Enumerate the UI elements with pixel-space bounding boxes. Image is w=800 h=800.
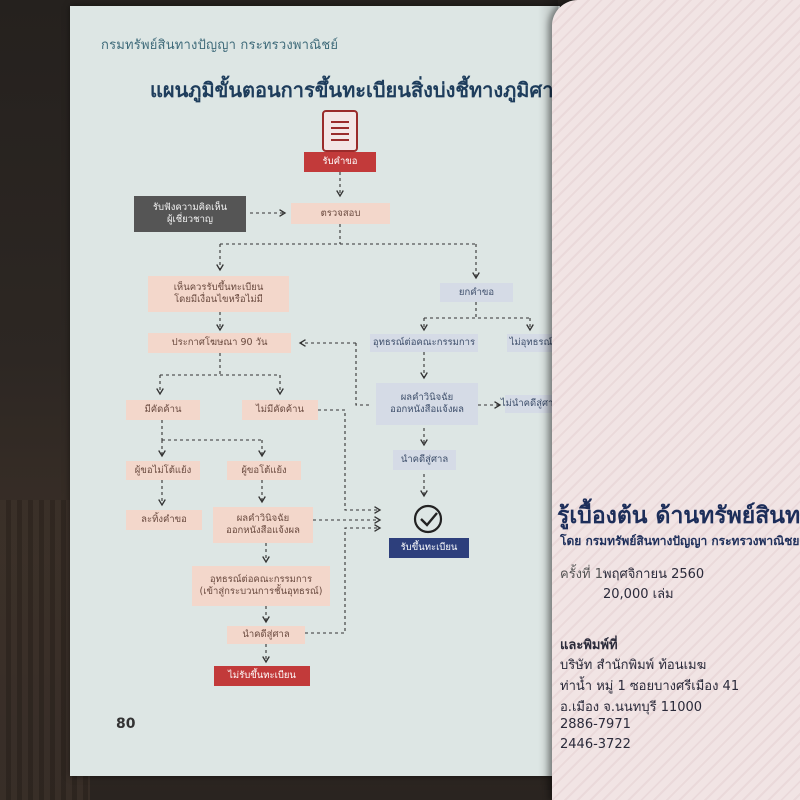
fax: 2446-3722 [560, 737, 631, 752]
step-appeal-left-line1: อุทธรณ์ต่อคณะกรรมการ [209, 574, 313, 585]
step-no-court: ไม่นำคดีสู่ศาล [501, 395, 559, 413]
step-expert: รับฟังความคิดเห็น ผู้เชี่ยวชาญ [134, 196, 246, 232]
step-publish: ประกาศโฆษณา 90 วัน [148, 333, 291, 353]
step-applicant-reply: ผู้ขอโต้แย้ง [227, 461, 301, 480]
step-decision-left: ผลคำวินิจฉัย ออกหนังสือแจ้งผล [213, 507, 313, 543]
right-page-title: รู้เบื้องต้น ด้านทรัพย์สินทาง [557, 503, 800, 529]
left-page [70, 6, 560, 776]
step-has-objection: มีคัดค้าน [126, 400, 200, 420]
step-court-right: นำคดีสู่ศาล [393, 450, 456, 470]
address-line-1: ท่าน้ำ หมู่ 1 ซอยบางศรีเมือง 41 [560, 679, 740, 694]
step-examine: ตรวจสอบ [291, 203, 390, 224]
step-applicant-no-reply: ผู้ขอไม่โต้แย้ง [126, 461, 200, 480]
page-header: กรมทรัพย์สินทางปัญญา กระทรวงพาณิชย์ [101, 38, 339, 53]
step-accept-line2: โดยมีเงื่อนไขหรือไม่มี [174, 294, 263, 305]
document-icon [322, 110, 358, 152]
step-expert-line2: ผู้เชี่ยวชาญ [166, 214, 214, 225]
step-decision-right-line2: ออกหนังสือแจ้งผล [390, 404, 464, 415]
copies: 20,000 เล่ม [603, 587, 674, 602]
right-page [552, 0, 800, 800]
step-accept: เห็นควรรับขึ้นทะเบียน โดยมีเงื่อนไขหรือไ… [148, 276, 289, 312]
address-line-2: อ.เมือง จ.นนทบุรี 11000 [560, 700, 703, 715]
step-appeal-left-line2: (เข้าสู่กระบวนการชั้นอุทธรณ์) [199, 586, 323, 597]
step-appeal-right: อุทธรณ์ต่อคณะกรรมการ [370, 334, 478, 352]
step-registered: รับขึ้นทะเบียน [389, 538, 469, 558]
page-number: 80 [116, 716, 136, 732]
phone: 2886-7971 [560, 717, 631, 732]
step-receive: รับคำขอ [304, 152, 376, 172]
edition-date: พฤศจิกายน 2560 [603, 567, 705, 582]
step-appeal-left: อุทธรณ์ต่อคณะกรรมการ (เข้าสู่กระบวนการชั… [192, 566, 330, 606]
edition-label: ครั้งที่ 1 [560, 567, 603, 582]
step-not-registered: ไม่รับขึ้นทะเบียน [214, 666, 310, 686]
step-decision-right-line1: ผลคำวินิจฉัย [400, 392, 454, 403]
step-decision-left-line2: ออกหนังสือแจ้งผล [226, 525, 300, 536]
step-abandon: ละทิ้งคำขอ [126, 510, 202, 530]
step-no-appeal: ไม่อุทธรณ์ [507, 334, 555, 352]
step-reject: ยกคำขอ [440, 283, 513, 302]
step-accept-line1: เห็นควรรับขึ้นทะเบียน [173, 282, 264, 293]
step-no-objection: ไม่มีคัดค้าน [242, 400, 318, 420]
step-expert-line1: รับฟังความคิดเห็น [152, 202, 228, 213]
step-decision-left-line1: ผลคำวินิจฉัย [236, 513, 290, 524]
step-decision-right: ผลคำวินิจฉัย ออกหนังสือแจ้งผล [376, 383, 478, 425]
printer-name: บริษัท สำนักพิมพ์ ท้อนเมฆ [560, 658, 707, 673]
printer-label: และพิมพ์ที่ [560, 638, 618, 653]
check-icon [420, 512, 438, 527]
step-court-left: นำคดีสู่ศาล [227, 626, 305, 644]
publisher-line: โดย กรมทรัพย์สินทางปัญญา กระทรวงพาณิชย [560, 534, 800, 548]
page-title: แผนภูมิขั้นตอนการขึ้นทะเบียนสิ่งบ่งชี้ทา… [150, 78, 590, 102]
